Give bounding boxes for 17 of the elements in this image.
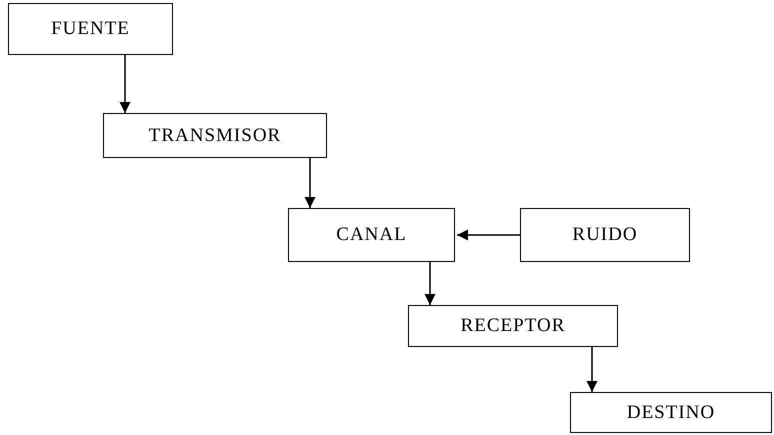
process-box [288, 208, 455, 262]
box-label: FUENTE [51, 18, 130, 40]
arrow [586, 347, 598, 392]
box-label: RUIDO [572, 224, 638, 246]
arrow [457, 230, 520, 240]
arrow [304, 158, 316, 208]
process-box [103, 113, 327, 158]
process-box [8, 3, 173, 55]
process-box [408, 305, 618, 347]
process-box [520, 208, 690, 262]
box-label: CANAL [336, 224, 407, 246]
box-label: TRANSMISOR [148, 124, 282, 146]
process-box [570, 392, 772, 433]
arrow [120, 55, 130, 113]
box-label: DESTINO [626, 402, 716, 424]
box-label: RECEPTOR [460, 315, 566, 337]
arrow [424, 262, 436, 305]
